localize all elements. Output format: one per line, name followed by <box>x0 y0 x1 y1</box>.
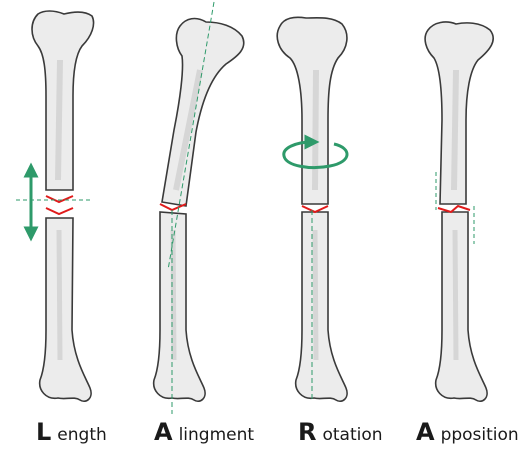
caption-text: pposition <box>440 425 519 445</box>
caption-letter: L <box>36 418 52 446</box>
bone-apposition <box>424 21 494 403</box>
fracture-line <box>45 207 74 216</box>
caption-alignment: A lingment <box>154 418 254 448</box>
caption-letter: A <box>154 418 173 446</box>
caption-rotation: R otation <box>298 418 383 448</box>
caption-letter: R <box>298 418 317 446</box>
fracture-line <box>45 195 74 204</box>
caption-letter: A <box>416 418 435 446</box>
fracture-line <box>159 203 187 212</box>
caption-text: otation <box>322 425 383 445</box>
caption-length: L ength <box>36 418 107 448</box>
bone-alignment <box>152 1 245 414</box>
rotation-arrow-icon <box>282 134 349 170</box>
caption-text: lingment <box>178 425 255 445</box>
bone-rotation <box>276 16 349 403</box>
bone-length <box>16 10 95 403</box>
fracture-line <box>437 204 471 214</box>
fracture-line <box>301 205 329 214</box>
caption-text: ength <box>57 425 107 445</box>
caption-apposition: A pposition <box>416 418 519 448</box>
